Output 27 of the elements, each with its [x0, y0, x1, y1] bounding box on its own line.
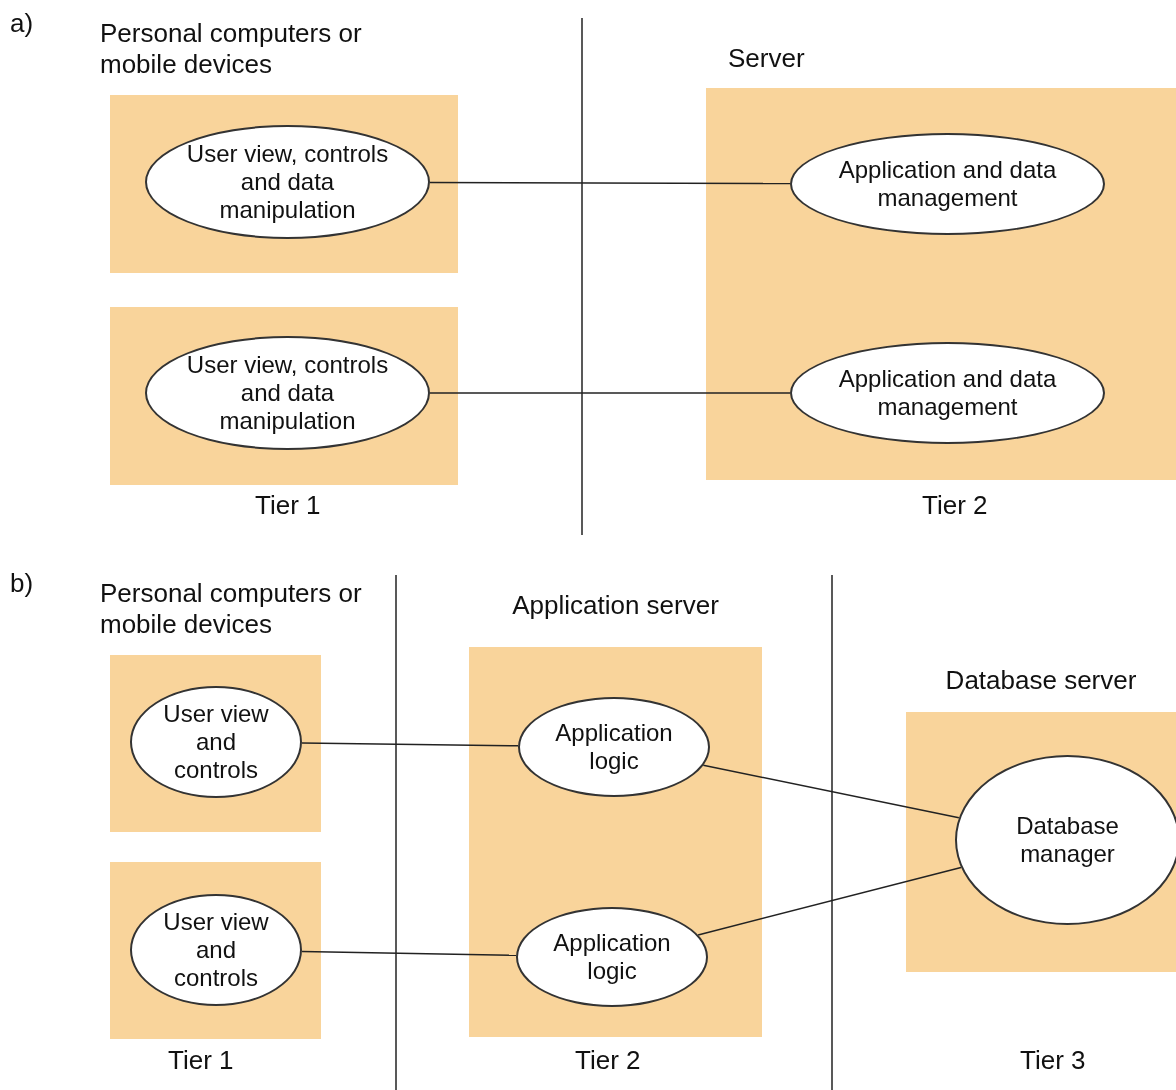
panel-heading: Application server: [512, 590, 719, 621]
node-label: User view, controls and data manipulation: [185, 351, 390, 435]
group-heading: Personal computers or mobile devices: [100, 18, 363, 80]
node-label: User view, controls and data manipulation: [185, 140, 390, 224]
connector-line: [301, 742, 519, 747]
node-label: Database manager: [1015, 812, 1120, 868]
node-label: Application and data management: [837, 365, 1058, 421]
tier-label: Tier 1: [168, 1045, 234, 1076]
panel-letter: a): [10, 8, 34, 39]
tier-label: Tier 3: [1020, 1045, 1086, 1076]
tier-label: Tier 1: [255, 490, 321, 521]
tier-label: Tier 2: [922, 490, 988, 521]
node-label: User view and controls: [162, 700, 270, 784]
panel-heading: Database server: [945, 665, 1137, 696]
node-label: Application and data management: [837, 156, 1058, 212]
connector-line: [429, 392, 791, 394]
node-label: User view and controls: [162, 908, 270, 992]
tier-label: Tier 2: [575, 1045, 641, 1076]
panel-heading: Server: [728, 43, 805, 74]
group-heading: Personal computers or mobile devices: [100, 578, 363, 640]
connector-line: [702, 764, 960, 819]
panel-letter: b): [10, 568, 34, 599]
connector-line: [697, 866, 962, 936]
node-label: Application logic: [554, 719, 674, 775]
connector-line: [429, 181, 791, 185]
connector-line: [301, 950, 517, 957]
node-label: Application logic: [552, 929, 672, 985]
